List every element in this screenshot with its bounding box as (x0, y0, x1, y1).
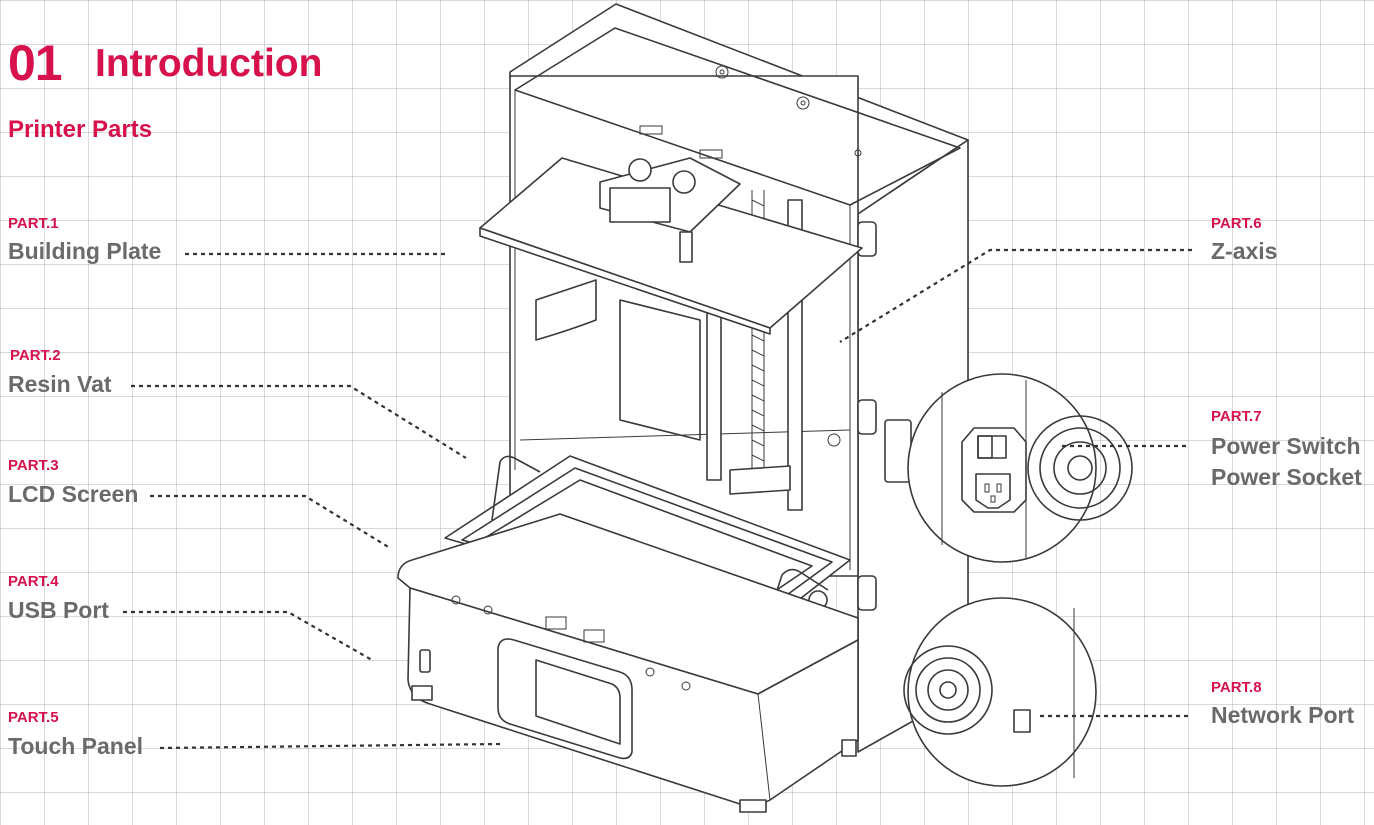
part-2-tag: PART.2 (10, 347, 61, 364)
power-detail-circle (907, 373, 1133, 563)
leader-lcd-screen (150, 494, 391, 549)
leader-usb-port (123, 610, 373, 661)
part-8-tag: PART.8 (1211, 679, 1262, 696)
part-5-name: Touch Panel (8, 733, 144, 759)
leader-z-axis (839, 248, 1192, 343)
part-4-tag: PART.4 (8, 573, 59, 590)
part-3-tag: PART.3 (8, 457, 59, 474)
part-2-name: Resin Vat (8, 371, 112, 397)
network-detail-circle (903, 597, 1097, 787)
part-1-tag: PART.1 (8, 215, 59, 232)
part-7-name-2: Power Socket (1211, 464, 1362, 490)
section-title: Introduction (95, 42, 323, 85)
part-3-name: LCD Screen (8, 481, 139, 507)
part-7-name: Power Switch (1211, 433, 1361, 459)
part-7-tag: PART.7 (1211, 408, 1262, 425)
part-1-name: Building Plate (8, 238, 162, 264)
page-subtitle: Printer Parts (8, 116, 153, 143)
part-6-name: Z-axis (1211, 238, 1278, 264)
part-8-name: Network Port (1211, 702, 1355, 728)
part-6-tag: PART.6 (1211, 215, 1262, 232)
leader-lines (123, 248, 1192, 750)
part-4-name: USB Port (8, 597, 109, 623)
building-plate (479, 157, 863, 335)
section-number: 01 (8, 35, 63, 91)
touch-panel-graphic (497, 638, 633, 760)
part-5-tag: PART.5 (8, 709, 59, 726)
leader-touch-panel (159, 742, 501, 750)
leader-resin-vat (131, 384, 467, 459)
